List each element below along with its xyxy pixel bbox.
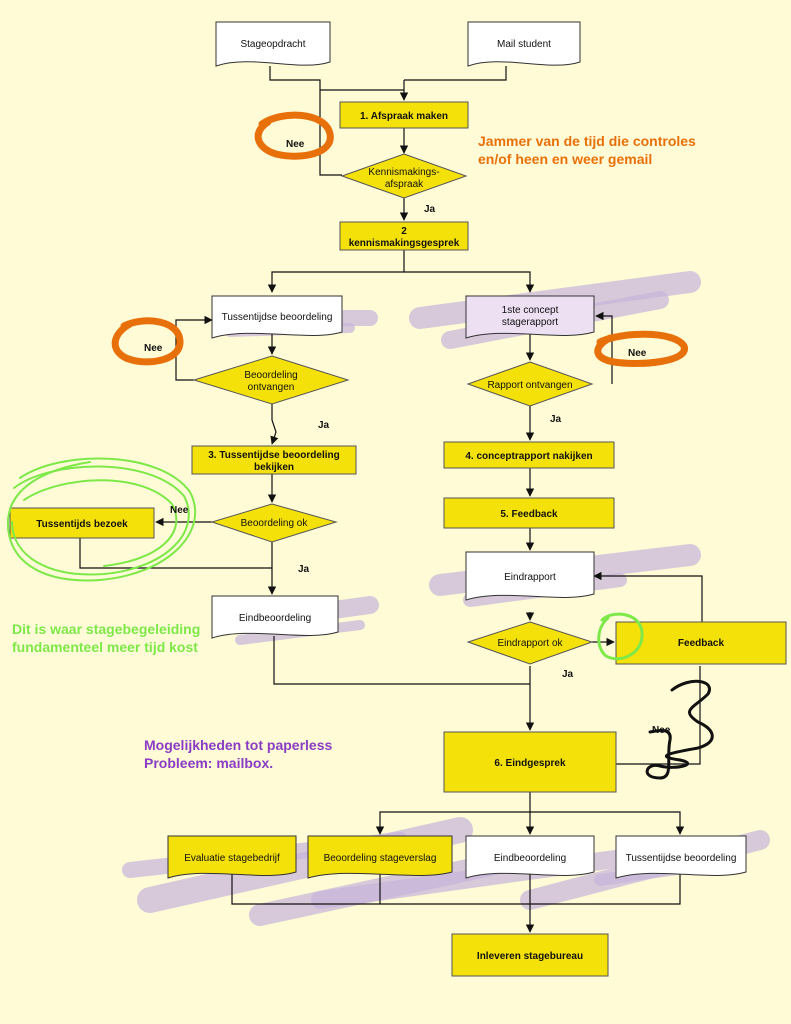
process-feedback-right: Feedback <box>615 621 787 665</box>
label-nee-4: Nee <box>170 505 189 516</box>
process-afspraak: 1. Afspraak maken <box>339 101 469 129</box>
tussentijdse-bekijken-label-1: 3. Tussentijdse beoordeling <box>208 450 340 461</box>
label-nee-2: Nee <box>144 343 163 354</box>
beoordeling-ok-label: Beoordeling ok <box>241 518 309 529</box>
green-circles <box>6 457 644 661</box>
process-feedback-5: 5. Feedback <box>443 497 615 529</box>
label-nee-1: Nee <box>286 139 305 150</box>
process-inleveren: Inleveren stagebureau <box>451 933 609 977</box>
decision-rapport-ontvangen: Rapport ontvangen <box>466 361 594 407</box>
orange-note-line-2: en/of heen en weer gemail <box>478 151 652 167</box>
green-note-line-2: fundamenteel meer tijd kost <box>12 639 198 655</box>
process-tussentijdse-bekijken: 3. Tussentijdse beoordeling bekijken <box>191 445 357 475</box>
concept-label-2: stagerapport <box>502 317 558 328</box>
purple-note-line-1: Mogelijkheden tot paperless <box>144 737 332 753</box>
beoordeling-ontvangen-label-1: Beoordeling <box>244 370 297 381</box>
tussentijdse-beoordeling-label: Tussentijdse beoordeling <box>222 312 333 323</box>
label-nee-5: Nee <box>652 725 671 736</box>
label-nee-3: Nee <box>628 348 647 359</box>
decision-kennismakings-afspraak: Kennismakings- afspraak <box>340 153 468 199</box>
stageopdracht-label: Stageopdracht <box>240 39 305 50</box>
connectors <box>79 66 703 933</box>
process-kennismakingsgesprek: 2 kennismakingsgesprek <box>339 221 469 251</box>
inleveren-label: Inleveren stagebureau <box>477 951 583 962</box>
orange-note-line-1: Jammer van de tijd die controles <box>478 133 696 149</box>
tussentijdse-bottom-label: Tussentijdse beoordeling <box>626 853 737 864</box>
doc-beoordeling-stageverslag: Beoordeling stageverslag <box>307 835 453 879</box>
purple-note-line-2: Probleem: mailbox. <box>144 755 273 771</box>
eindgesprek-label: 6. Eindgesprek <box>494 758 566 769</box>
concept-label-1: 1ste concept <box>502 305 559 316</box>
doc-tussentijdse-bottom: Tussentijdse beoordeling <box>615 835 747 879</box>
kennismakingsgesprek-label-1: 2 <box>401 226 407 237</box>
label-ja-4: Ja <box>298 564 310 575</box>
eindbeoordeling-bottom-label: Eindbeoordeling <box>494 853 566 864</box>
process-eindgesprek: 6. Eindgesprek <box>443 731 617 793</box>
green-note-line-1: Dit is waar stagebegeleiding <box>12 621 200 637</box>
decision-beoordeling-ok: Beoordeling ok <box>210 503 338 543</box>
doc-concept-stagerapport: 1ste concept stagerapport <box>465 295 595 339</box>
doc-tussentijdse-beoordeling: Tussentijdse beoordeling <box>211 295 343 339</box>
kennismakings-label-2: afspraak <box>385 179 424 190</box>
black-squiggle <box>645 679 714 780</box>
doc-evaluatie-stagebedrijf: Evaluatie stagebedrijf <box>167 835 297 879</box>
kennismakings-label-1: Kennismakings- <box>368 167 439 178</box>
process-conceptrapport-nakijken: 4. conceptrapport nakijken <box>443 441 615 469</box>
feedback-right-label: Feedback <box>678 638 725 649</box>
annotations: Jammer van de tijd die controles en/of h… <box>12 133 696 771</box>
eindrapport-label: Eindrapport <box>504 572 556 583</box>
decision-eindrapport-ok: Eindrapport ok <box>466 621 594 665</box>
doc-eindbeoordeling-bottom: Eindbeoordeling <box>465 835 595 879</box>
evaluatie-label: Evaluatie stagebedrijf <box>184 853 280 864</box>
beoordeling-ontvangen-label-2: ontvangen <box>248 382 295 393</box>
doc-mail-student: Mail student <box>467 21 581 67</box>
tussentijdse-bekijken-label-2: bekijken <box>254 462 294 473</box>
eindbeoordeling-label: Eindbeoordeling <box>239 613 311 624</box>
label-ja-3: Ja <box>550 414 562 425</box>
doc-stageopdracht: Stageopdracht <box>215 21 331 67</box>
afspraak-label: 1. Afspraak maken <box>360 111 448 122</box>
feedback-5-label: 5. Feedback <box>500 509 558 520</box>
tussentijds-bezoek-label: Tussentijds bezoek <box>36 519 128 530</box>
label-ja-2: Ja <box>318 420 330 431</box>
edge-labels: Nee Ja Nee Nee Ja Ja Nee Ja Ja Nee <box>144 139 671 736</box>
decision-beoordeling-ontvangen: Beoordeling ontvangen <box>192 355 350 405</box>
rapport-ontvangen-label: Rapport ontvangen <box>487 380 572 391</box>
stageverslag-label: Beoordeling stageverslag <box>324 853 437 864</box>
kennismakingsgesprek-label-2: kennismakingsgesprek <box>349 238 460 249</box>
doc-eindbeoordeling: Eindbeoordeling <box>211 595 339 639</box>
eindrapport-ok-label: Eindrapport ok <box>497 638 563 649</box>
conceptrapport-label: 4. conceptrapport nakijken <box>465 451 592 462</box>
process-tussentijds-bezoek: Tussentijds bezoek <box>9 507 155 539</box>
mail-student-label: Mail student <box>497 39 551 50</box>
doc-eindrapport: Eindrapport <box>465 551 595 601</box>
orange-circles <box>111 111 688 367</box>
label-ja-5: Ja <box>562 669 574 680</box>
label-ja-1: Ja <box>424 204 436 215</box>
